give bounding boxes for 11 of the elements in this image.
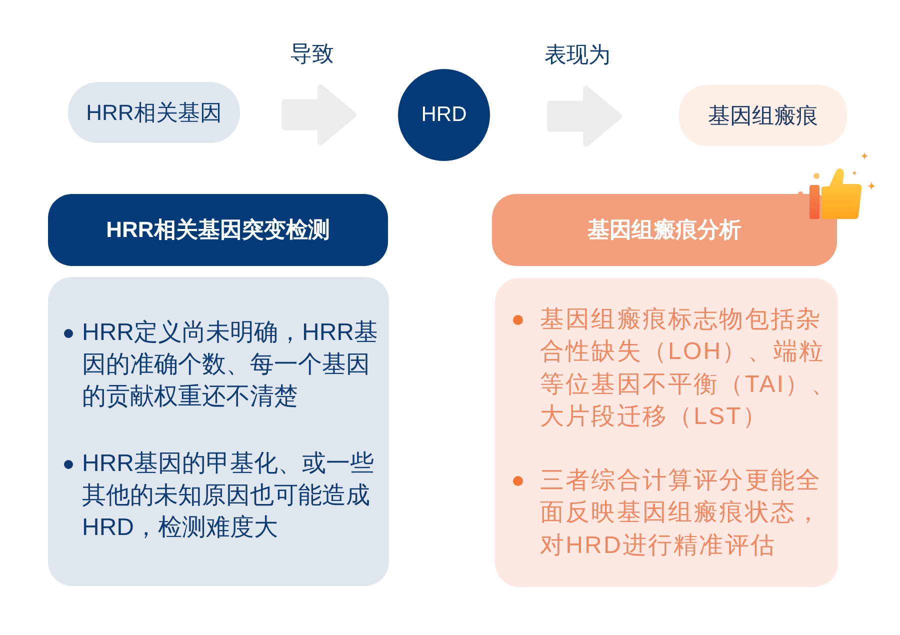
bullet-text: HRR基因的甲基化、或一些其他的未知原因也可能造成HRD，检测难度大 (82, 449, 375, 543)
bullet-text: HRR定义尚未明确，HRR基因的准确个数、每一个基因的贡献权重还不清楚 (82, 318, 379, 412)
rounded-box: 基因组瘢痕 (679, 85, 847, 146)
bullet-text: 三者综合计算评分更能全面反映基因组瘢痕状态，对HRD进行精准评估 (540, 466, 823, 561)
bullet-text: 基因组瘢痕标志物包括杂合性缺失（LOH）、端粒等位基因不平衡（TAI）、大片段迁移（LST） (540, 305, 838, 432)
header-bar: HRR相关基因突变检测 (48, 194, 388, 266)
rounded-box: HRR相关基因 (68, 82, 240, 143)
circle-node: HRD (398, 69, 490, 161)
header-bar: 基因组瘢痕分析 (492, 194, 837, 266)
text-panel (495, 278, 838, 587)
text-panel (48, 277, 389, 586)
